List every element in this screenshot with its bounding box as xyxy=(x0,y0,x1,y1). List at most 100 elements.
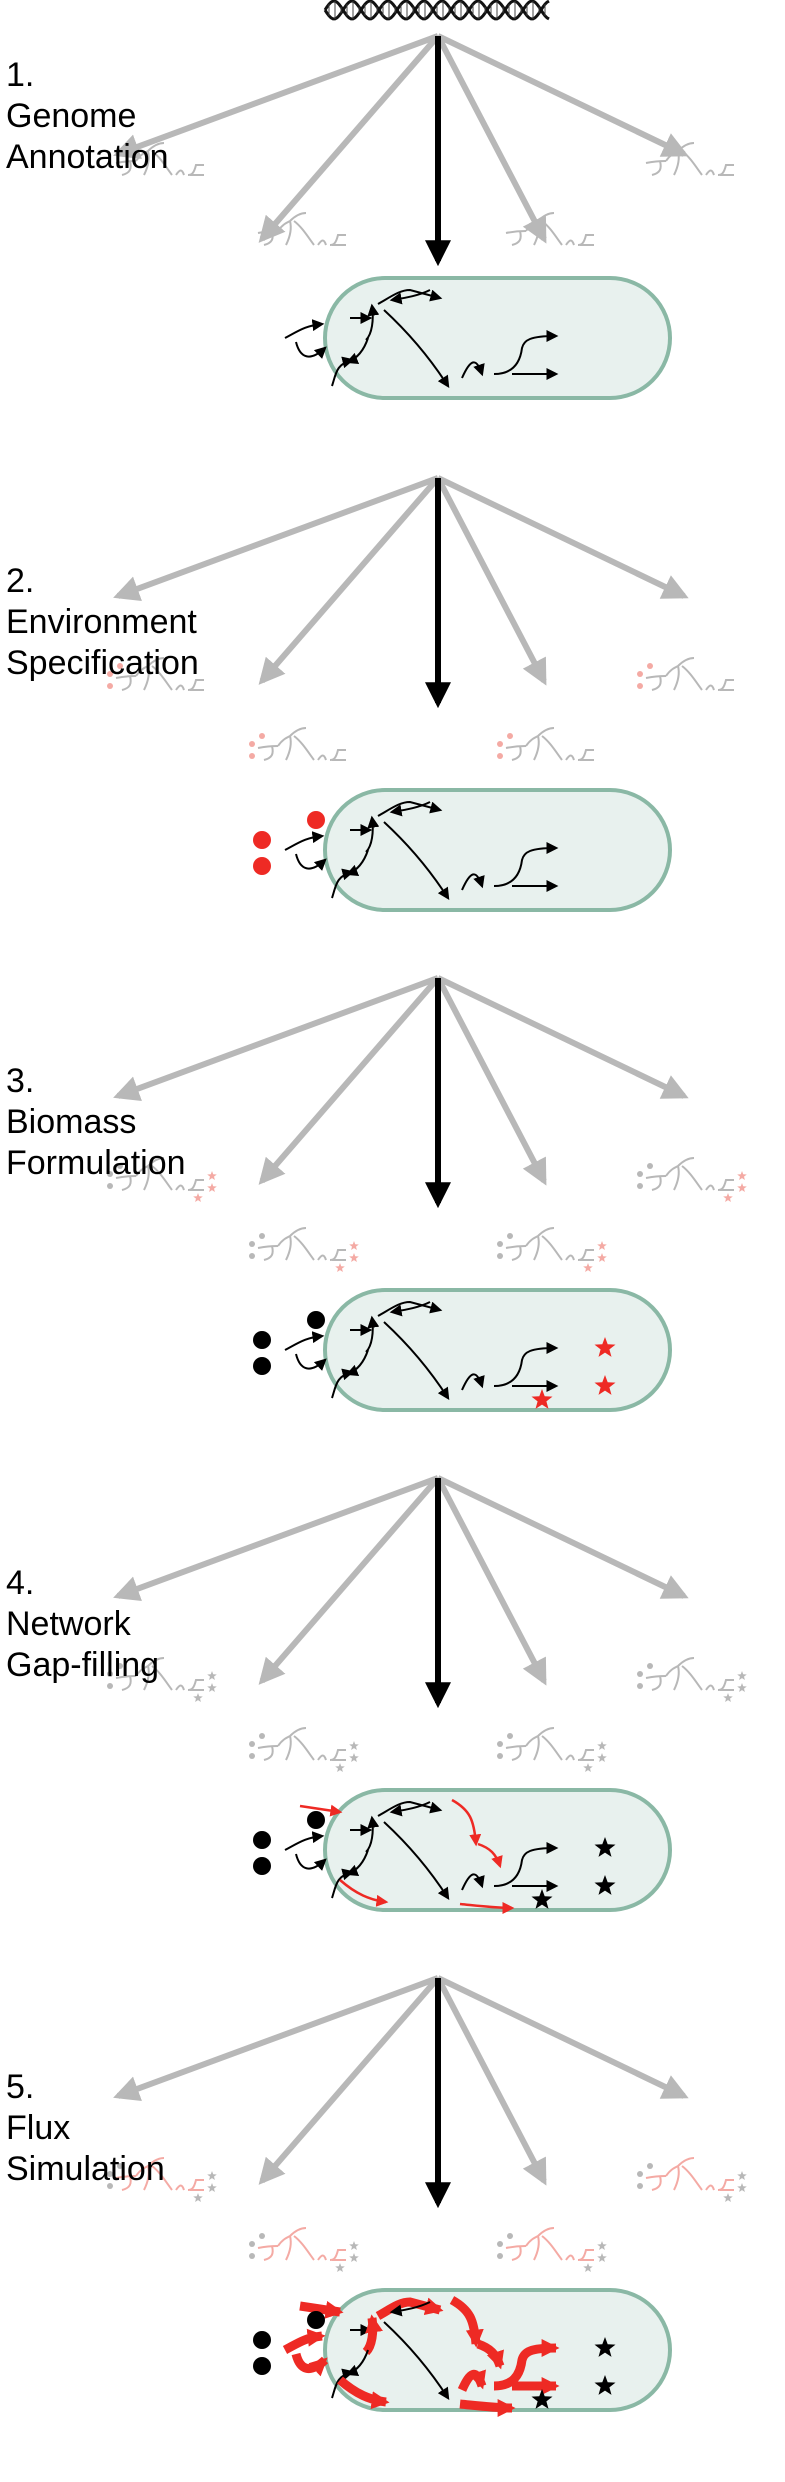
step-5-title: Flux Simulation xyxy=(6,2109,165,2188)
reaction-arrow xyxy=(345,1349,369,1377)
gray-fan-arrow xyxy=(435,476,547,686)
metabolite-dot xyxy=(253,1331,271,1349)
network-thumbnail xyxy=(257,212,346,246)
reaction-arrow xyxy=(457,2369,487,2392)
network-thumbnail xyxy=(497,2227,607,2272)
biomass-star-icon xyxy=(594,1837,616,1857)
gray-fan-arrow xyxy=(113,33,440,160)
reaction-arrow xyxy=(461,361,485,379)
step-1-number: 1. xyxy=(6,56,35,94)
uptake-arrow xyxy=(291,2352,329,2377)
gray-fan-arrow xyxy=(436,33,689,157)
reaction-arrow xyxy=(389,801,431,817)
star-icon xyxy=(207,2183,217,2192)
metabolite-dot xyxy=(307,1811,325,1829)
star-icon xyxy=(583,1263,593,1272)
star-icon xyxy=(597,1253,607,1262)
metabolite-dot xyxy=(253,2331,271,2349)
gapfill-arrow xyxy=(459,2398,516,2417)
reaction-arrow xyxy=(383,821,450,901)
gapfill-arrow xyxy=(339,1879,389,1907)
metabolite-dot xyxy=(307,2311,325,2329)
dna-helix-icon xyxy=(323,0,550,21)
step-2-title: Environment Specification xyxy=(6,603,199,682)
reaction-arrow xyxy=(461,1873,485,1891)
biomass-star-icon xyxy=(531,1889,553,1909)
uptake-arrow xyxy=(282,2328,326,2354)
star-icon xyxy=(207,1183,217,1192)
star-icon xyxy=(597,1741,607,1750)
step-2-arrow-fan xyxy=(113,475,689,709)
step-3-title: Biomass Formulation xyxy=(6,1103,186,1182)
cell-membrane xyxy=(323,1788,672,1912)
network-thumbnail xyxy=(637,657,734,691)
step-1-title: Genome Annotation xyxy=(6,97,169,176)
star-icon xyxy=(737,1183,747,1192)
gray-fan-arrow xyxy=(258,1976,441,2185)
reaction-arrow xyxy=(389,1301,431,1317)
gapfill-arrow xyxy=(299,2300,344,2319)
network-thumbnail xyxy=(107,1657,217,1702)
gray-fan-arrow xyxy=(436,975,689,1099)
star-icon xyxy=(737,2183,747,2192)
step-5-label: 5. Flux Simulation xyxy=(6,2026,165,2190)
gapfill-arrow xyxy=(299,1804,343,1817)
biomass-star-icon xyxy=(594,1375,616,1395)
biomass-star-icon xyxy=(594,2337,616,2357)
reaction-arrow xyxy=(383,2321,450,2401)
network-thumbnail xyxy=(115,142,204,176)
network-thumbnail xyxy=(497,1727,607,1772)
gray-fan-arrow xyxy=(258,476,441,685)
star-icon xyxy=(737,1671,747,1680)
metabolite-dot xyxy=(307,811,325,829)
step-4-label: 4. Network Gap-filling xyxy=(6,1522,159,1686)
network-thumbnail xyxy=(637,1157,747,1202)
metabolite-dot xyxy=(253,1857,271,1875)
metabolite-dot xyxy=(253,857,271,875)
step-5-number: 5. xyxy=(6,2068,35,2106)
star-icon xyxy=(335,2263,345,2272)
metabolite-dot xyxy=(307,1311,325,1329)
star-icon xyxy=(349,1753,359,1762)
reaction-arrow xyxy=(389,289,431,305)
star-icon xyxy=(597,2253,607,2262)
metabolic-network xyxy=(284,1300,559,1401)
star-icon xyxy=(583,2263,593,2272)
metabolic-network xyxy=(284,288,559,389)
star-icon xyxy=(335,1763,345,1772)
cell-membrane xyxy=(323,2288,672,2412)
reaction-arrow xyxy=(493,2339,560,2391)
gray-fan-arrow xyxy=(113,475,440,602)
reaction-arrow xyxy=(493,330,559,375)
star-icon xyxy=(349,2241,359,2250)
step-3-cell xyxy=(253,1288,672,1412)
star-icon xyxy=(207,1671,217,1680)
metabolic-network xyxy=(284,800,559,901)
network-thumbnail xyxy=(249,2227,359,2272)
star-icon xyxy=(207,1171,217,1180)
metabolic-network xyxy=(282,2296,560,2417)
step-1-cell xyxy=(284,276,672,400)
star-icon xyxy=(349,1253,359,1262)
gray-fan-arrow xyxy=(436,1975,689,2099)
gray-fan-arrow xyxy=(435,976,547,1186)
star-icon xyxy=(737,1171,747,1180)
network-thumbnail xyxy=(107,2157,217,2202)
gray-fan-arrow xyxy=(435,1976,547,2186)
star-icon xyxy=(723,2193,733,2202)
metabolite-dot xyxy=(253,1357,271,1375)
network-thumbnail xyxy=(107,657,204,691)
gray-fan-arrow xyxy=(436,475,689,599)
biomass-star-icon xyxy=(594,1875,616,1895)
gray-fan-arrow xyxy=(113,1975,440,2102)
metabolite-dot xyxy=(253,831,271,849)
gray-fan-arrow xyxy=(436,1475,689,1599)
gapfill-arrow xyxy=(476,2339,505,2370)
reaction-arrow xyxy=(493,1842,559,1887)
metabolite-dot xyxy=(253,1831,271,1849)
gapfill-arrow xyxy=(449,2296,484,2348)
network-thumbnail xyxy=(637,2157,747,2202)
gray-fan-arrow xyxy=(113,1475,440,1602)
star-icon xyxy=(207,1683,217,1692)
